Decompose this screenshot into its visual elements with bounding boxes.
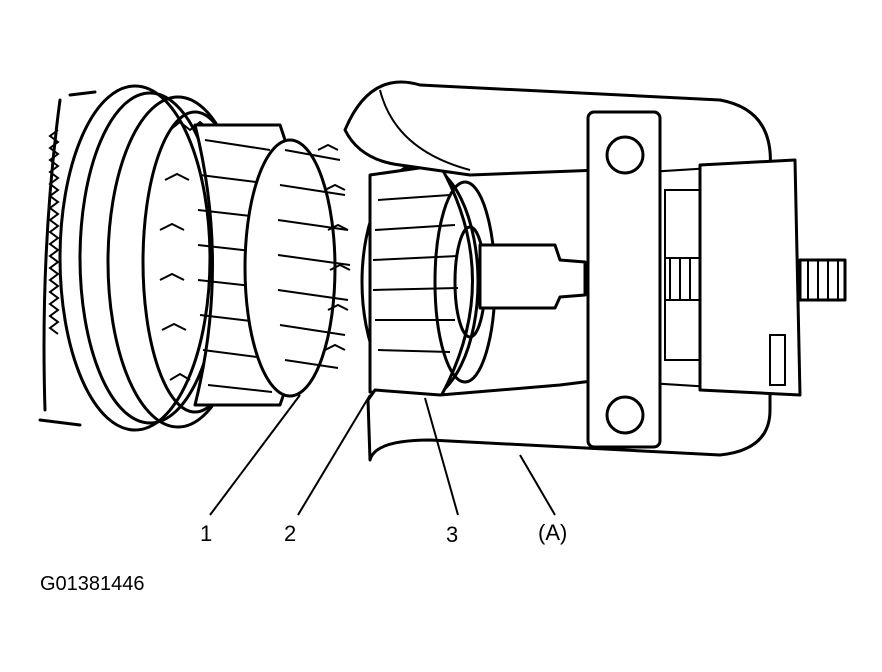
puller-tool-a bbox=[343, 80, 847, 462]
leader-lines bbox=[209, 394, 556, 516]
callout-1: 1 bbox=[200, 521, 213, 546]
bearing-3 bbox=[360, 162, 497, 402]
leader-line-1 bbox=[209, 394, 301, 516]
gear-2-helical bbox=[193, 123, 351, 407]
shaft-left-end bbox=[38, 90, 97, 427]
callout-3: 3 bbox=[446, 522, 459, 547]
leader-line-3 bbox=[424, 397, 459, 516]
figure-id: G01381446 bbox=[40, 573, 145, 595]
leader-line-2 bbox=[297, 394, 371, 516]
callout-2: 2 bbox=[284, 521, 297, 546]
callout-a: (A) bbox=[538, 520, 568, 545]
leader-line-a bbox=[519, 454, 556, 516]
